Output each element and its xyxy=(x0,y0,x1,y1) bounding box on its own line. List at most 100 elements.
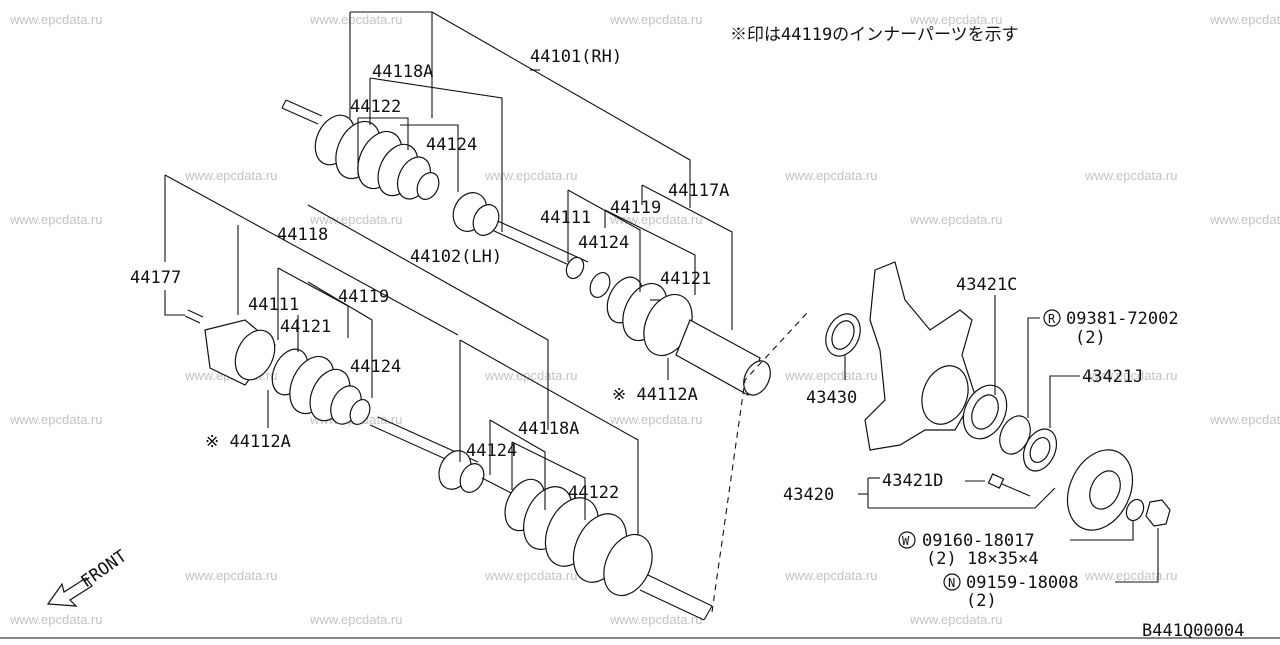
leader-44124-left xyxy=(307,281,373,398)
label-09160-spec: (2) 18×35×4 xyxy=(926,549,1039,569)
rh-inner-housing xyxy=(675,319,761,396)
leader-44119-right xyxy=(604,209,696,295)
label-44118A-bottom[interactable]: 44118A xyxy=(518,419,579,439)
label-44112A-left[interactable]: ※ 44112A xyxy=(205,432,291,452)
label-44119-left[interactable]: 44119 xyxy=(338,287,389,307)
watermark: www.epcdata.ru xyxy=(484,168,578,183)
n-marker: N xyxy=(948,576,955,590)
hub-bolt-shank xyxy=(1001,483,1031,497)
rh-housing-end xyxy=(743,360,771,396)
watermark: www.epcdata.ru xyxy=(1084,168,1178,183)
label-44117A[interactable]: 44117A xyxy=(668,181,729,201)
leader-44122 xyxy=(358,117,409,150)
grease-seal xyxy=(825,313,861,357)
label-43430[interactable]: 43430 xyxy=(806,388,857,408)
watermark: www.epcdata.ru xyxy=(9,612,103,627)
rh-damper xyxy=(472,204,500,236)
lh-damper xyxy=(459,463,485,493)
watermark: www.epcdata.ru xyxy=(784,168,878,183)
label-43420[interactable]: 43420 xyxy=(783,485,834,505)
grease-seal-inner xyxy=(831,320,855,350)
watermark: www.epcdata.ru xyxy=(9,212,103,227)
leader-44124-bottom xyxy=(489,419,546,510)
label-43421C[interactable]: 43421C xyxy=(956,275,1017,295)
watermark: www.epcdata.ru xyxy=(1084,368,1178,383)
front-arrow: FRONT xyxy=(46,546,131,607)
leader-44122-bottom xyxy=(511,441,586,520)
w-marker-circle xyxy=(898,531,916,549)
watermark: www.epcdata.ru xyxy=(909,12,1003,27)
label-44122-top[interactable]: 44122 xyxy=(350,97,401,117)
label-44124-left[interactable]: 44124 xyxy=(350,357,401,377)
label-09381-qty: (2) xyxy=(1075,328,1106,348)
leader-09159 xyxy=(1115,528,1159,583)
watermark: www.epcdata.ru xyxy=(1209,412,1280,427)
lh-housing-face xyxy=(234,329,276,381)
leader-44102 xyxy=(307,204,549,430)
leader-44102 xyxy=(164,174,459,336)
label-44121-left[interactable]: 44121 xyxy=(280,317,331,337)
label-09159-qty: (2) xyxy=(966,591,997,611)
watermark: www.epcdata.ru xyxy=(309,612,403,627)
label-43421J[interactable]: 43421J xyxy=(1082,367,1143,387)
rh-band xyxy=(416,172,440,200)
front-arrow-icon xyxy=(46,577,93,607)
wheel-hub-center xyxy=(1089,470,1121,510)
lh-stub-spline xyxy=(639,589,705,621)
leader-44177 xyxy=(164,290,185,316)
lh-stub-spline xyxy=(647,574,713,607)
label-44124-right[interactable]: 44124 xyxy=(578,233,629,253)
leader-44118A xyxy=(369,77,503,232)
hub-seal xyxy=(1022,428,1058,472)
label-44124-top[interactable]: 44124 xyxy=(426,135,477,155)
watermark: www.epcdata.ru xyxy=(909,212,1003,227)
label-44118[interactable]: 44118 xyxy=(277,225,328,245)
label-44118A-top[interactable]: 44118A xyxy=(372,62,433,82)
label-09159[interactable]: 09159-18008 xyxy=(966,573,1079,593)
watermark: www.epcdata.ru xyxy=(484,368,578,383)
label-44177[interactable]: 44177 xyxy=(130,268,181,288)
rh-circlip xyxy=(589,272,611,298)
wheel-hub xyxy=(1066,449,1134,531)
watermark: www.epcdata.ru xyxy=(9,12,103,27)
front-label: FRONT xyxy=(77,546,130,592)
leader-43420 xyxy=(868,487,1056,509)
steering-knuckle xyxy=(864,261,976,451)
label-43421D[interactable]: 43421D xyxy=(882,471,943,491)
leader-44117A xyxy=(641,184,733,330)
label-09381[interactable]: 09381-72002 xyxy=(1066,309,1179,329)
watermark: www.epcdata.ru xyxy=(309,212,403,227)
watermark: www.epcdata.ru xyxy=(609,412,703,427)
hub-nut xyxy=(1145,499,1171,527)
wheel-bearing-inner xyxy=(971,394,999,430)
note-text: ※印は44119のインナーパーツを示す xyxy=(730,25,1019,45)
label-44111-right[interactable]: 44111 xyxy=(540,208,591,228)
label-44122-bottom[interactable]: 44122 xyxy=(568,483,619,503)
leader-44118A-bottom xyxy=(459,339,639,535)
label-09160[interactable]: 09160-18017 xyxy=(922,531,1035,551)
rh-stub-spline xyxy=(285,99,323,117)
label-44111-left[interactable]: 44111 xyxy=(248,295,299,315)
watermark: www.epcdata.ru xyxy=(1084,568,1178,583)
watermark: www.epcdata.ru xyxy=(184,168,278,183)
label-44121-right[interactable]: 44121 xyxy=(660,269,711,289)
label-44112A-right[interactable]: ※ 44112A xyxy=(612,385,698,405)
leader-44101 xyxy=(431,11,691,208)
dashed-assembly-line xyxy=(711,311,809,613)
label-44119-right[interactable]: 44119 xyxy=(610,198,661,218)
label-44124-bottom[interactable]: 44124 xyxy=(466,441,517,461)
label-44101[interactable]: 44101(RH) xyxy=(530,47,622,67)
washer xyxy=(1125,498,1145,522)
rh-stub-spline xyxy=(281,107,319,125)
lh-outer-joint xyxy=(603,533,653,597)
watermark: www.epcdata.ru xyxy=(784,368,878,383)
lh-stub-tip xyxy=(703,605,713,621)
leader-09160 xyxy=(1070,520,1134,541)
leader-43421J xyxy=(1049,375,1080,428)
label-44102[interactable]: 44102(LH) xyxy=(410,247,502,267)
r-marker: R xyxy=(1048,312,1056,326)
rh-stub-tip xyxy=(281,99,287,109)
watermark: www.epcdata.ru xyxy=(309,12,403,27)
